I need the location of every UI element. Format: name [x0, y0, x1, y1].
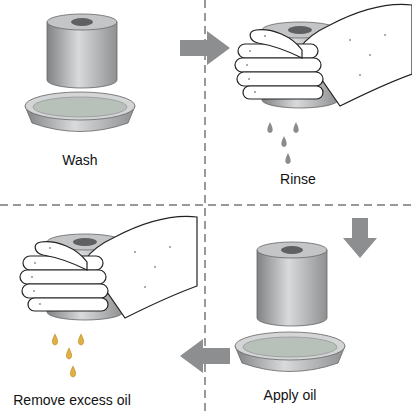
oil-pan — [235, 332, 345, 372]
step-label: Remove excess oil — [13, 392, 131, 408]
drip-drops — [267, 122, 298, 164]
divider-line — [0, 205, 412, 206]
filter-cylinder — [20, 216, 197, 320]
oil-drops — [52, 334, 83, 377]
hand-drawing — [235, 4, 412, 106]
flow-arrow — [180, 339, 230, 373]
flow-arrow — [343, 218, 377, 258]
step-label: Wash — [62, 152, 97, 168]
flow-arrow — [180, 31, 230, 65]
step-label: Rinse — [280, 171, 316, 187]
filter-cylinder — [257, 242, 327, 326]
hand-drawing — [20, 216, 197, 318]
filter-cylinder — [47, 14, 117, 88]
step-label: Apply oil — [264, 387, 317, 403]
oil-pan — [25, 92, 135, 132]
